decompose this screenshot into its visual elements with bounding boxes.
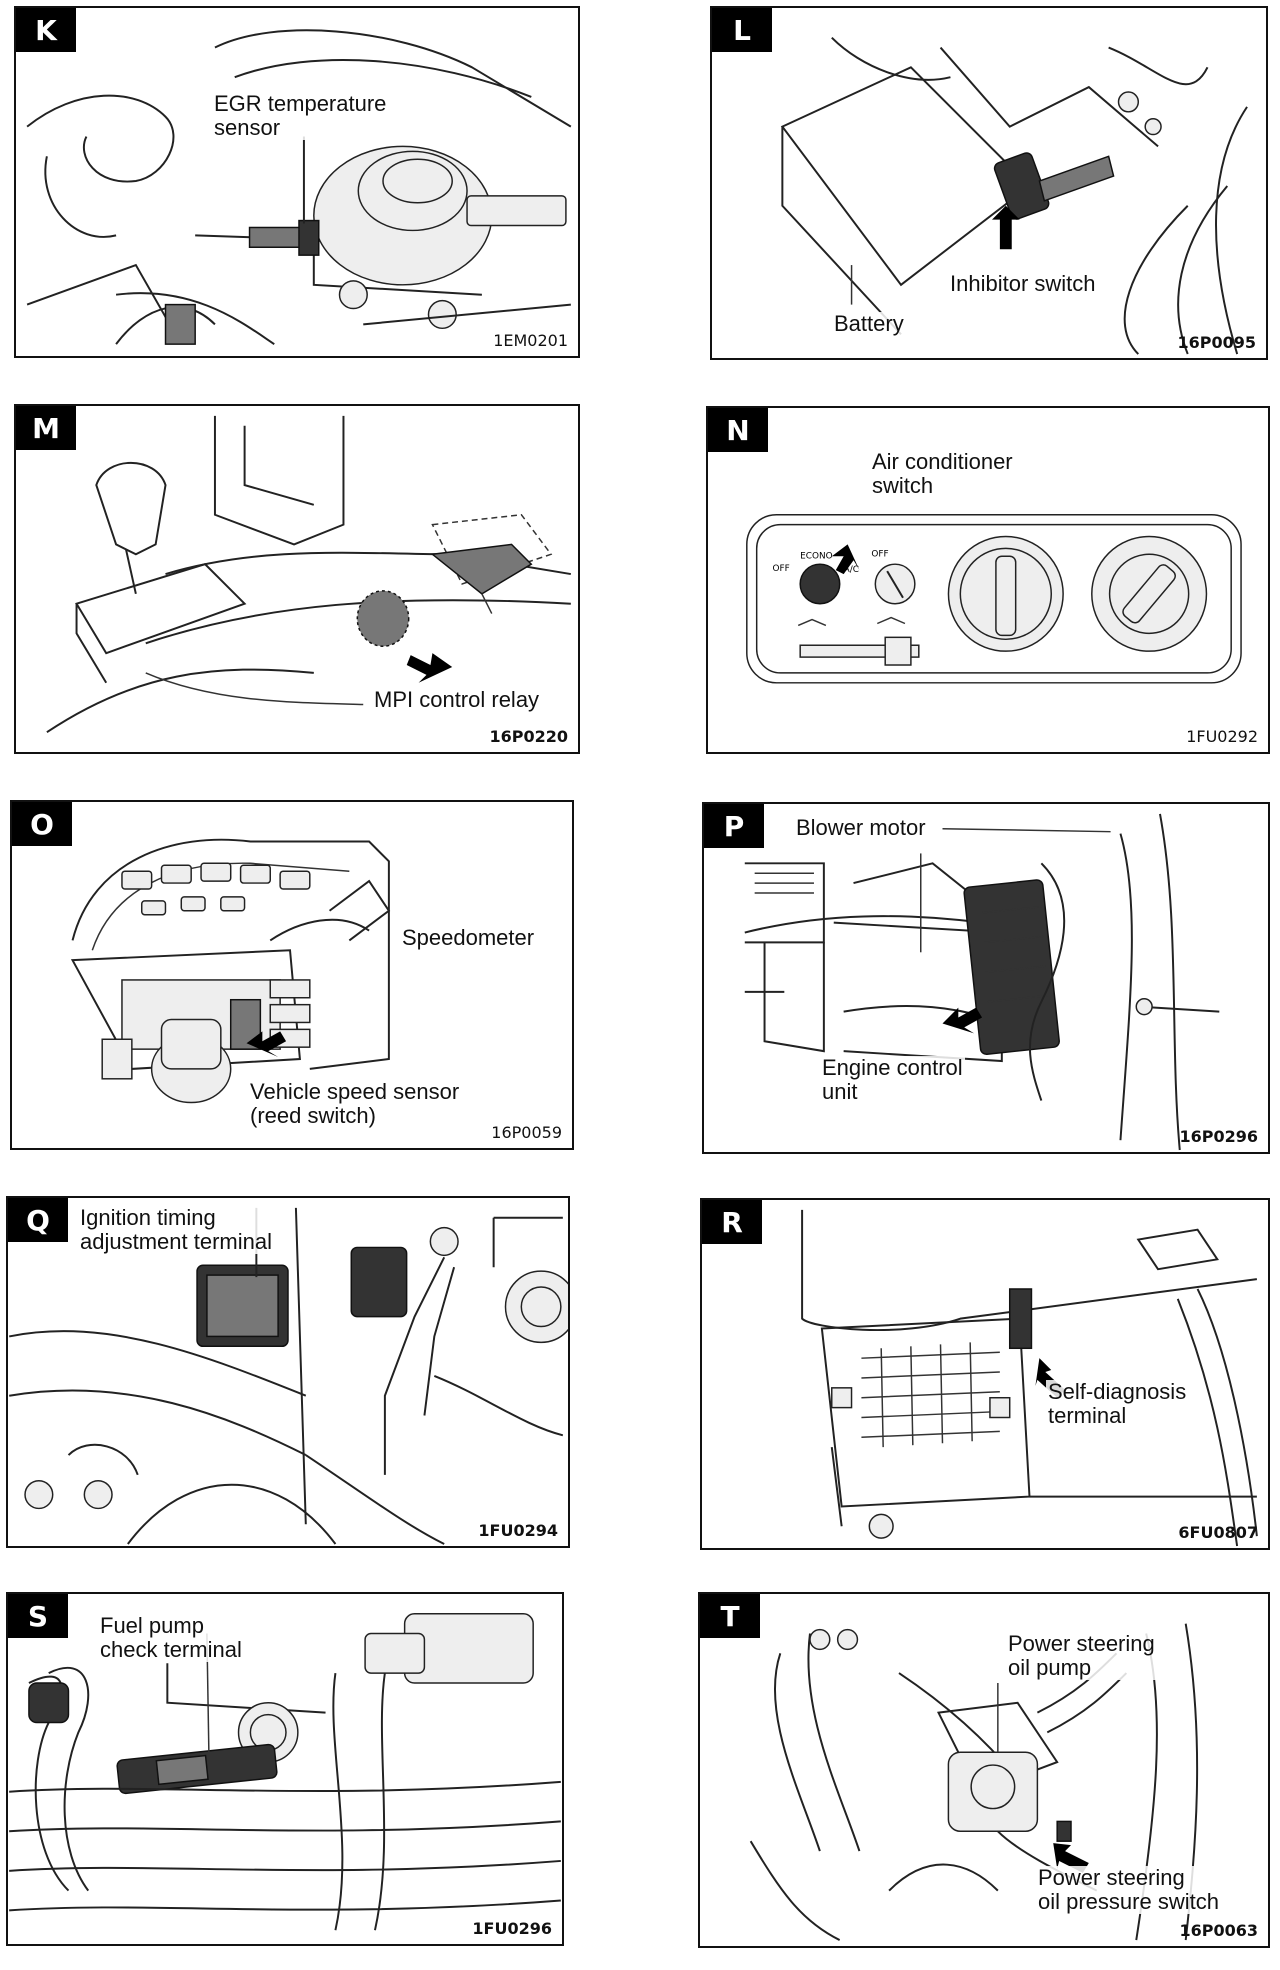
panel-letter: P: [704, 804, 764, 848]
panel-letter: Q: [8, 1198, 68, 1242]
knob-econo: ECONO: [800, 551, 832, 561]
figure-code: 1EM0201: [493, 331, 568, 350]
label-ps-oil-pump: Power steering oil pump: [1006, 1631, 1157, 1680]
label-egr-sensor: EGR temperature sensor: [212, 91, 389, 140]
panel-o: O Speedometer Vehicle speed sensor (reed…: [10, 800, 574, 1150]
label-blower-motor: Blower motor: [794, 815, 928, 840]
figure-code: 16P0220: [489, 727, 568, 746]
label-ac-switch: Air conditioner switch: [870, 449, 1015, 498]
inhibitor-illustration: [780, 36, 1248, 355]
panel-letter: R: [702, 1200, 762, 1244]
panel-letter: O: [12, 802, 72, 846]
speedometer-illustration: [70, 838, 391, 1104]
panel-m: M MPI control relay 16P0220: [14, 404, 580, 754]
self-diagnosis-illustration: [801, 1209, 1258, 1547]
figure-code: 16P0296: [1179, 1127, 1258, 1146]
fuel-pump-illustration: [9, 1613, 561, 1931]
label-fuel-pump-terminal: Fuel pump check terminal: [98, 1613, 244, 1662]
knob-ac: A/C: [844, 565, 859, 575]
label-mpi-relay: MPI control relay: [372, 687, 542, 712]
figure-code: 16P0059: [491, 1123, 562, 1142]
label-vehicle-speed-sensor: Vehicle speed sensor (reed switch): [248, 1079, 462, 1128]
panel-letter: M: [16, 406, 76, 450]
panel-k: K EGR temperature sensor 1EM0201: [14, 6, 580, 358]
panel-letter: K: [16, 8, 76, 52]
label-inhibitor-switch: Inhibitor switch: [948, 271, 1098, 296]
panel-letter: L: [712, 8, 772, 52]
panel-t: T Power steering oil pump Power steering…: [698, 1592, 1270, 1948]
figure-code: 1FU0292: [1186, 727, 1258, 746]
panel-p: P Blower motor Engine control unit 16P02…: [702, 802, 1270, 1154]
figure-code: 6FU0807: [1178, 1523, 1258, 1542]
knob-off2: OFF: [871, 549, 888, 559]
ecu-illustration: [744, 813, 1220, 1151]
panel-letter: N: [708, 408, 768, 452]
label-battery: Battery: [832, 311, 906, 336]
panel-n: N ECONO OFF A/C OFF Air conditioner swit…: [706, 406, 1270, 754]
egr-illustration: [26, 29, 572, 345]
label-self-diagnosis: Self-diagnosis terminal: [1046, 1379, 1189, 1428]
label-engine-control-unit: Engine control unit: [820, 1055, 965, 1104]
label-ignition-terminal: Ignition timing adjustment terminal: [78, 1205, 274, 1254]
label-ps-pressure-switch: Power steering oil pressure switch: [1036, 1865, 1221, 1914]
relay-illustration: [46, 415, 571, 734]
figure-code: 1FU0294: [478, 1521, 558, 1540]
panel-q: Q Ignition timing adjustment terminal 1F…: [6, 1196, 570, 1548]
figure-code: 16P0095: [1177, 333, 1256, 352]
figure-code: 16P0063: [1179, 1921, 1258, 1940]
label-speedometer: Speedometer: [400, 925, 537, 950]
figure-code: 1FU0296: [472, 1919, 552, 1938]
knob-off: OFF: [773, 564, 790, 574]
ac-panel-illustration: ECONO OFF A/C OFF: [746, 514, 1242, 684]
panel-s: S Fuel pump check terminal 1FU0296: [6, 1592, 564, 1946]
panel-l: L Inhibitor switch Battery 16P0095: [710, 6, 1268, 360]
ignition-illustration: [9, 1207, 568, 1545]
panel-letter: T: [700, 1594, 760, 1638]
panel-r: R Self-diagnosis terminal 6FU0807: [700, 1198, 1270, 1550]
panel-letter: S: [8, 1594, 68, 1638]
